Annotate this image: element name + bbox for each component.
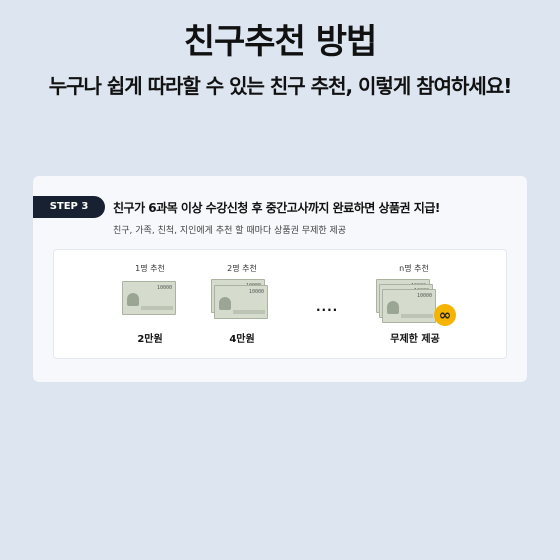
voucher-bill: 10000	[214, 285, 268, 319]
page-title: 친구추천 방법	[183, 22, 378, 62]
step-heading: 친구가 6과목 이상 수강신청 후 중간고사까지 완료하면 상품권 지급!	[113, 201, 440, 215]
voucher-stack: 10000 10000	[211, 279, 273, 325]
voucher-stack: 10000 10000 10000 ∞	[376, 279, 456, 327]
tier-amount-label: 4만원	[229, 334, 255, 345]
ellipsis: ....	[316, 300, 339, 314]
voucher-bill: 10000	[382, 289, 436, 323]
tier-count-label: 2명 추천	[227, 264, 257, 273]
reward-tier-1: 1명 추천 10000 2만원	[114, 250, 186, 358]
reward-tier-n: n명 추천 10000 10000 10000 ∞ 무제한 제공	[370, 250, 460, 358]
tier-amount-label: 2만원	[137, 334, 163, 345]
voucher-stack: 10000	[122, 279, 178, 319]
page-subtitle: 누구나 쉽게 따라할 수 있는 친구 추천, 이렇게 참여하세요!	[48, 74, 513, 98]
step-badge: STEP 3	[33, 196, 105, 218]
tier-amount-label: 무제한 제공	[390, 334, 440, 345]
infinity-icon: ∞	[434, 304, 456, 326]
tier-count-label: n명 추천	[399, 264, 429, 273]
tier-count-label: 1명 추천	[135, 264, 165, 273]
step-description: 친구, 가족, 친척, 지인에게 추천 할 때마다 상품권 무제한 제공	[113, 226, 347, 236]
step-card: STEP 3 친구가 6과목 이상 수강신청 후 중간고사까지 완료하면 상품권…	[33, 176, 527, 382]
reward-tier-2: 2명 추천 10000 10000 4만원	[206, 250, 278, 358]
voucher-bill: 10000	[122, 281, 176, 315]
reward-panel: 1명 추천 10000 2만원 2명 추천 10000 10000 4만원 ..…	[53, 249, 507, 359]
